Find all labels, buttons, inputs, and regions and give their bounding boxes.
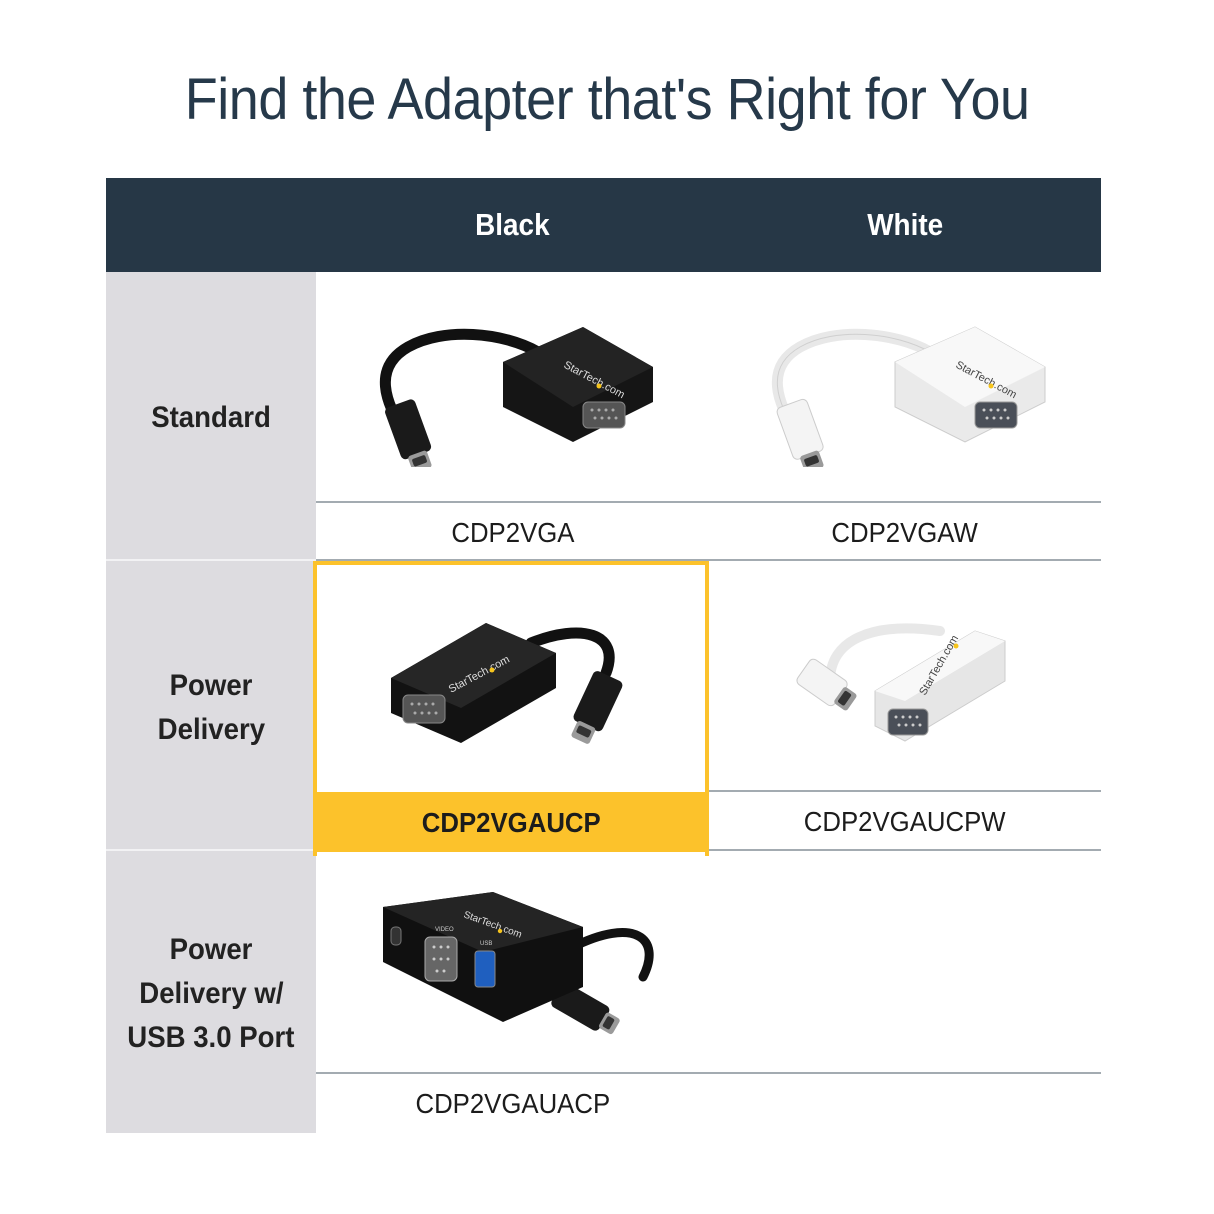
divider-line	[316, 501, 1101, 503]
white-adapter-icon: StarTech.com	[771, 325, 1046, 467]
row-label-text: USB 3.0 Port	[127, 1021, 295, 1054]
row-label-power-delivery: Power Delivery	[106, 664, 316, 752]
row-label-text: Power	[169, 933, 253, 966]
black-multiport-adapter-icon: StarTech.com VIDEO USB	[382, 891, 654, 1034]
sku-text: CDP2VGAUCP	[421, 807, 601, 838]
page-title-text: Find the Adapter that's Right for You	[184, 67, 1030, 132]
product-image-cdp2vgaucp[interactable]: StarTech.com	[317, 565, 705, 791]
column-header-black: Black	[316, 178, 709, 272]
port-label-usb: USB	[480, 941, 492, 947]
row-label-text: Power	[169, 669, 253, 702]
sku-text: CDP2VGAW	[831, 517, 979, 548]
port-label-video: VIDEO	[435, 927, 454, 933]
divider-line	[316, 559, 1101, 561]
sku-cdp2vgaucp-highlighted[interactable]: CDP2VGAUCP	[313, 792, 709, 852]
sku-cdp2vgaucpw[interactable]: CDP2VGAUCPW	[709, 792, 1101, 850]
row-separator	[106, 559, 316, 561]
product-image-cdp2vgauacp[interactable]: StarTech.com VIDEO USB	[316, 851, 709, 1072]
column-header-white-label: White	[867, 207, 943, 242]
divider-line	[316, 1072, 1101, 1074]
product-image-cdp2vga[interactable]: StarTech.com	[316, 272, 709, 501]
row-label-text: Delivery	[157, 713, 265, 746]
sku-text: CDP2VGA	[450, 517, 575, 548]
product-image-cdp2vgaw[interactable]: StarTech.com	[709, 272, 1101, 501]
column-header-white: White	[709, 178, 1101, 272]
row-label-power-delivery-usb: Power Delivery w/ USB 3.0 Port	[106, 928, 316, 1060]
white-pd-adapter-icon: StarTech.com	[796, 622, 1006, 742]
row-label-column: Standard Power Delivery Power Delivery w…	[106, 272, 316, 1133]
row-label-text: Standard	[151, 401, 271, 434]
black-pd-adapter-icon: StarTech.com	[391, 623, 623, 744]
divider-line	[709, 790, 1101, 792]
divider-line	[709, 849, 1101, 851]
row-separator	[106, 849, 316, 851]
sku-cdp2vgauacp[interactable]: CDP2VGAUACP	[316, 1074, 709, 1132]
highlight-frame	[313, 561, 709, 856]
row-label-standard: Standard	[106, 396, 316, 440]
row-label-text: Delivery w/	[138, 977, 284, 1010]
black-adapter-icon: StarTech.com	[379, 326, 653, 467]
sku-cdp2vgaw[interactable]: CDP2VGAW	[709, 503, 1101, 561]
sku-text: CDP2VGAUCPW	[804, 806, 1006, 837]
column-header-black-label: Black	[475, 207, 550, 242]
sku-cdp2vga[interactable]: CDP2VGA	[316, 503, 709, 561]
sku-text: CDP2VGAUACP	[415, 1088, 610, 1119]
product-image-cdp2vgaucpw[interactable]: StarTech.com	[709, 561, 1101, 790]
comparison-table-header: Black White	[106, 178, 1101, 272]
page-title: Find the Adapter that's Right for You	[0, 66, 1214, 133]
